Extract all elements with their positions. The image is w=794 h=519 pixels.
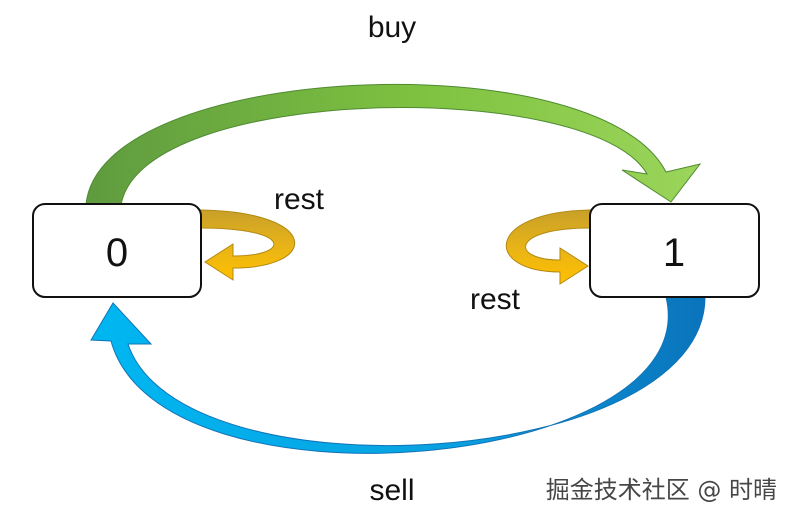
rest-loop-right (505, 209, 591, 285)
buy-label: buy (368, 11, 416, 44)
watermark-text: 掘金技术社区 @ 时晴 (546, 476, 777, 504)
buy-transition-arrow (85, 83, 702, 206)
state-0-label: 0 (106, 231, 128, 275)
state-0-node: 0 (32, 203, 202, 298)
rest-label-right: rest (470, 283, 521, 316)
rest-label-left: rest (274, 183, 325, 216)
state-1-node: 1 (589, 203, 760, 298)
sell-label: sell (369, 474, 414, 507)
sell-transition-arrow (90, 296, 706, 454)
state-1-label: 1 (663, 231, 685, 275)
rest-loop-left (200, 209, 296, 281)
